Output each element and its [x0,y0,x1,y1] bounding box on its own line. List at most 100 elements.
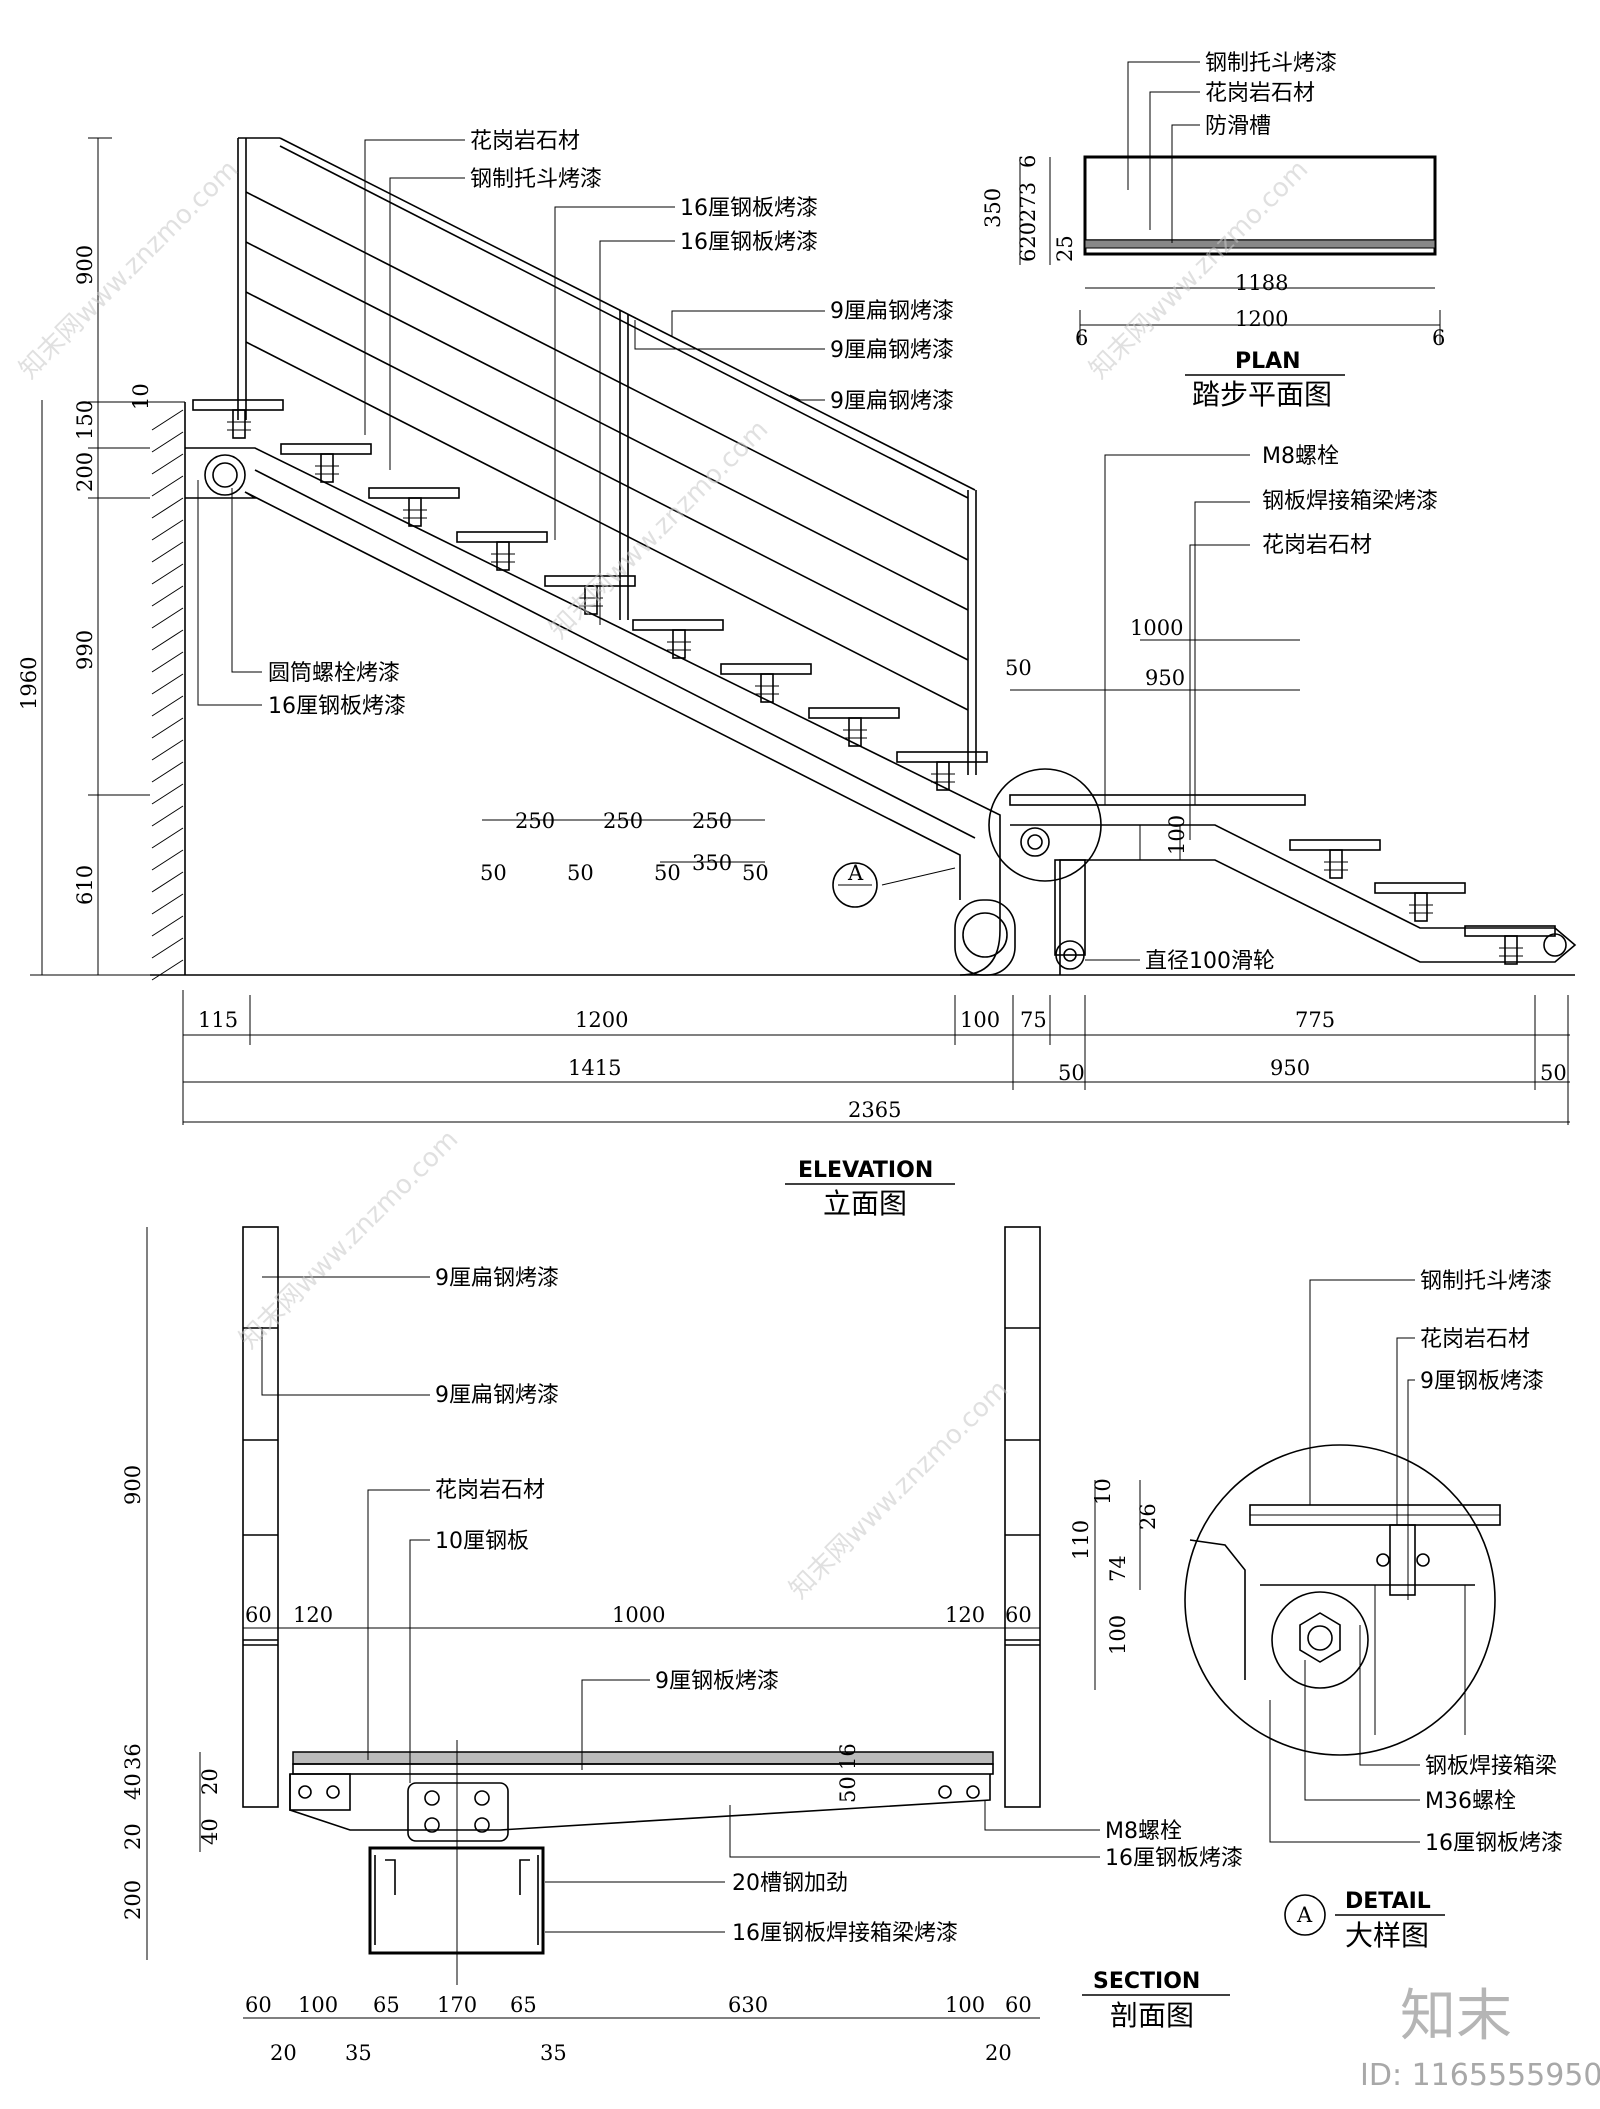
elevation-view: 花岗岩石材 钢制托斗烤漆 16厘钢板烤漆 16厘钢板烤漆 9厘扁钢烤漆 9厘扁钢… [17,129,1577,1220]
lower-stringer [1010,824,1577,975]
elevation-labels: 花岗岩石材 钢制托斗烤漆 16厘钢板烤漆 16厘钢板烤漆 9厘扁钢烤漆 9厘扁钢… [268,129,1438,974]
detail-dim-10: 10 [1091,1478,1115,1505]
detail-dim-26: 26 [1136,1503,1160,1530]
dim-50-d: 50 [742,861,769,885]
plan-dim-1200: 1200 [1235,307,1288,331]
dim-50-b: 50 [567,861,594,885]
dim-2365: 2365 [848,1098,901,1122]
dim-250-c: 250 [692,809,732,833]
section-dim-b65-b: 65 [510,1993,537,2017]
detail-label-m36: M36螺栓 [1425,1789,1516,1814]
caster-post [1054,859,1086,956]
section-bracket [407,1782,509,1842]
elevation-tread-dims: 250 250 250 50 50 50 50 350 1000 950 50 … [480,616,1189,885]
label-plate16-c: 16厘钢板烤漆 [268,694,406,719]
detail-circle [1184,1444,1496,1756]
section-dim-20-a: 20 [198,1768,222,1795]
label-flat9-a: 9厘扁钢烤漆 [830,299,954,324]
plan-dim-620: 620 [1016,222,1040,262]
tread-lower-3 [1464,925,1556,965]
handrail [237,137,977,775]
detail-tube [1271,1591,1369,1689]
section-label-m8: M8螺栓 [1105,1819,1182,1844]
detail-bracket [1389,1524,1416,1596]
detail-dim-100: 100 [1106,1615,1130,1655]
dim-1415: 1415 [568,1056,621,1080]
dim-100-e: 100 [1165,815,1189,855]
elevation-bottom-dims: 115 1200 100 75 775 1415 50 950 50 2365 [182,990,1570,1125]
end-bolt [1543,933,1567,957]
elevation-leaders [197,139,1300,961]
label-bracket: 钢制托斗烤漆 [470,167,602,192]
label-plate16-a: 16厘钢板烤漆 [680,196,818,221]
wall-hatch [150,401,186,981]
tread-lower-1 [1289,839,1381,879]
watermark-text-4: 知末网www.znzmo.com [234,1124,465,1355]
section-dim-b60-b: 60 [1005,1993,1032,2017]
section-label-channel: 20槽钢加劲 [732,1871,848,1896]
elevation-vertical-dims: 900 1960 10 150 200 990 610 [17,137,153,976]
dim-950: 950 [1145,666,1185,690]
label-granite-2: 花岗岩石材 [1262,533,1372,558]
section-label-plate10: 10厘钢板 [435,1529,529,1554]
label-flat9-c: 9厘扁钢烤漆 [830,389,954,414]
section-title-en: SECTION [1093,1969,1200,1994]
dim-950-b: 950 [1270,1056,1310,1080]
plan-title-en: PLAN [1235,349,1301,374]
watermark-id: ID: 1165555950 [1360,2058,1600,2093]
dim-200: 200 [73,452,97,492]
lower-flight [988,768,1577,975]
treads-upper [192,399,988,791]
plan-dim-25: 25 [1053,235,1077,262]
section-dim-b630: 630 [728,1993,768,2017]
watermark-text-1: 知末网www.znzmo.com [14,154,245,385]
dim-115: 115 [198,1008,238,1032]
dim-250-a: 250 [515,809,555,833]
label-granite: 花岗岩石材 [470,129,580,154]
section-dim-b100-a: 100 [298,1993,338,2017]
section-dim-b100-b: 100 [945,1993,985,2017]
section-dim-b35-b: 35 [540,2041,567,2065]
dim-1200: 1200 [575,1008,628,1032]
plan-dim-273: 273 [1016,182,1040,222]
section-dim-b170: 170 [437,1993,477,2017]
watermark-text-2: 知末网www.znzmo.com [544,414,775,645]
tread-upper-5 [544,575,636,615]
section-dim-50: 50 [836,1776,860,1803]
detail-stringer [1189,1539,1475,1680]
section-view: 9厘扁钢烤漆 9厘扁钢烤漆 花岗岩石材 10厘钢板 9厘钢板烤漆 M8螺栓 16… [121,1226,1243,2065]
watermark: 知末网www.znzmo.com 知末网www.znzmo.com 知末网www… [14,154,1600,2093]
pulley [1055,940,1085,970]
plan-dim-6-b: 6 [1432,326,1445,350]
plan-dim-6-a: 6 [1075,326,1088,350]
detail-dim-110: 110 [1069,1520,1093,1560]
label-pulley: 直径100滑轮 [1145,949,1275,974]
detail-m36-nut [1299,1612,1341,1663]
section-dim-b65-a: 65 [373,1993,400,2017]
lower-bolt [1020,827,1050,857]
section-dim-40-a: 40 [121,1773,145,1800]
detail-title-en: DETAIL [1345,1889,1431,1914]
plan-label-bracket: 钢制托斗烤漆 [1205,51,1337,76]
section-label-granite: 花岗岩石材 [435,1478,545,1503]
label-flat9-b: 9厘扁钢烤漆 [830,338,954,363]
landing-tread [1009,794,1306,806]
section-tray [289,1774,991,1831]
section-dim-b20-b: 20 [985,2041,1012,2065]
section-dim-60-a: 60 [245,1603,272,1627]
plan-title-cn: 踏步平面图 [1192,378,1332,411]
detail-callout-circle [988,768,1102,882]
detail-label-plate9: 9厘钢板烤漆 [1420,1369,1544,1394]
tread-upper-7 [720,663,812,703]
section-mark-circle [832,862,878,908]
post-left [242,1226,279,1808]
detail-view: 钢制托斗烤漆 花岗岩石材 9厘钢板烤漆 钢板焊接箱梁 M36螺栓 16厘钢板烤漆… [1069,1269,1563,1952]
plan-dim-350: 350 [981,188,1005,228]
dim-50-c: 50 [654,861,681,885]
plan-dim-6: 6 [1016,155,1040,168]
dim-50-f: 50 [1058,1061,1085,1085]
treads-lower [1289,839,1556,965]
plan-view: 钢制托斗烤漆 花岗岩石材 防滑槽 350 273 6 620 25 1188 1… [981,51,1445,411]
elevation-title-en: ELEVATION [798,1158,933,1183]
